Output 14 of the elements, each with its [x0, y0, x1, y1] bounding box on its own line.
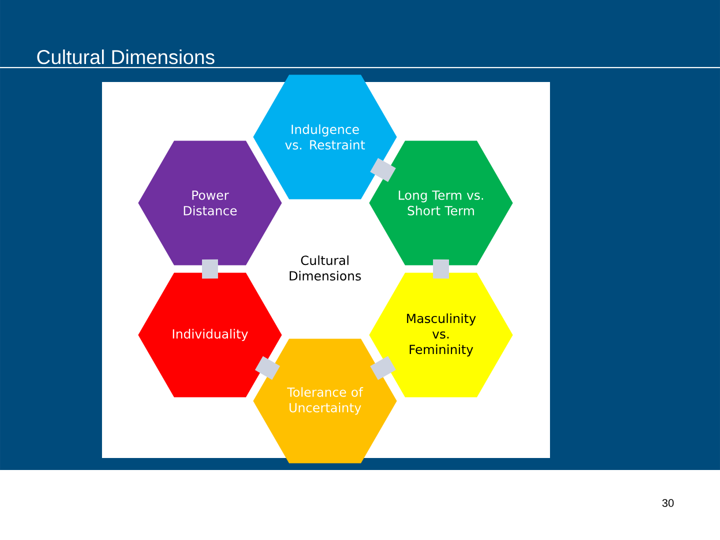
connector-band: [202, 259, 218, 279]
hexagon: Long Term vs. Short Term: [369, 140, 513, 266]
connector-band: [254, 356, 280, 380]
slide-title: Cultural Dimensions: [37, 50, 214, 64]
hexagon: Masculinity vs. Femininity: [369, 272, 513, 398]
hexagon: Tolerance of Uncertainty: [253, 338, 397, 464]
center-label: Cultural Dimensions: [290, 255, 361, 281]
connector-band: [370, 158, 396, 182]
connector-band: [433, 259, 450, 279]
hexagon: Power Distance: [138, 140, 282, 266]
hexagon: Individuality: [138, 272, 282, 398]
page-number: 30: [662, 499, 674, 507]
hexagon: Indulgence vs. Restraint: [253, 74, 397, 200]
connector-band: [370, 356, 396, 380]
